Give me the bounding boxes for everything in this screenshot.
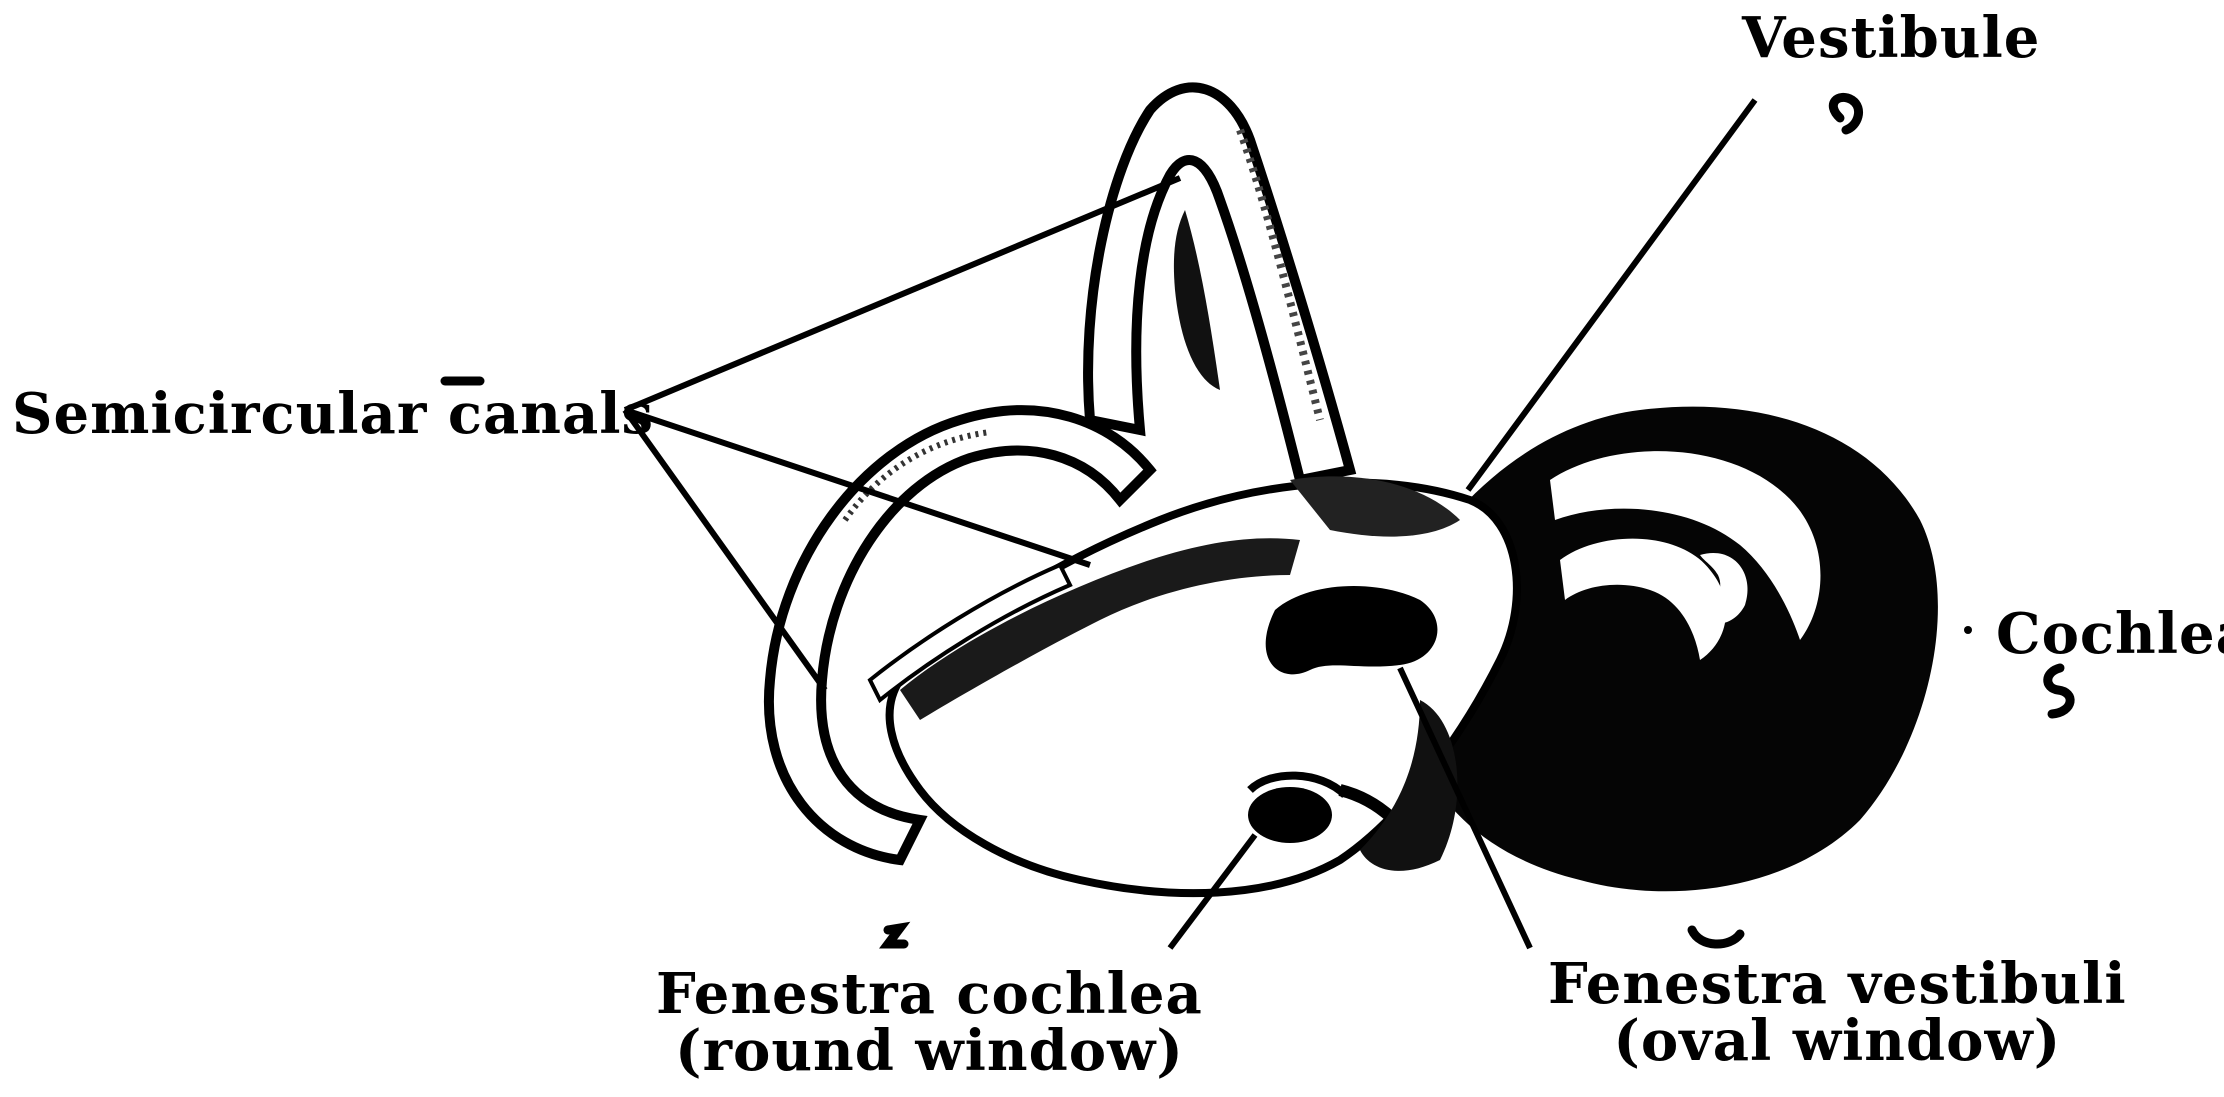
label-semicircular-canals: Semicircular canals bbox=[12, 386, 654, 443]
cochlea-marker-dot bbox=[1964, 626, 1972, 634]
label-fenestra-vestibuli: Fenestra vestibuli (oval window) bbox=[1548, 956, 2127, 1070]
mark-fenestra-vestibuli bbox=[1692, 930, 1740, 944]
semicircular-canal-superior bbox=[1088, 87, 1350, 480]
mark-cochlea bbox=[2048, 668, 2070, 714]
label-fenestra-cochlea-line2: (round window) bbox=[656, 1023, 1203, 1080]
label-vestibule: Vestibule bbox=[1742, 10, 2040, 67]
mark-fenestra-cochlea bbox=[888, 928, 904, 944]
mark-vestibule bbox=[1833, 97, 1858, 130]
vestibule-body bbox=[870, 476, 1517, 893]
leader-semicircular-3 bbox=[625, 410, 825, 690]
label-fenestra-vestibuli-line2: (oval window) bbox=[1548, 1013, 2127, 1070]
label-cochlea: Cochlea bbox=[1996, 606, 2224, 663]
label-fenestra-cochlea: Fenestra cochlea (round window) bbox=[656, 966, 1203, 1080]
label-fenestra-vestibuli-line1: Fenestra vestibuli bbox=[1548, 956, 2127, 1013]
label-fenestra-cochlea-line1: Fenestra cochlea bbox=[656, 966, 1203, 1023]
